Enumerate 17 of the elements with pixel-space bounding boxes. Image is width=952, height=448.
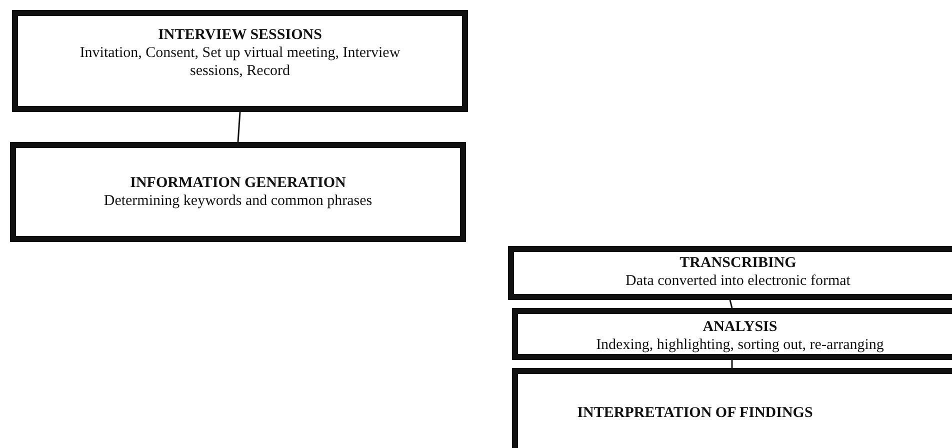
step-description: Indexing, highlighting, sorting out, re-arranging	[595, 336, 885, 354]
connector-line	[729, 300, 733, 308]
process-box	[10, 142, 466, 242]
step-description: Determining keywords and common phrases	[102, 192, 374, 210]
process-box	[508, 246, 952, 300]
step-title: INFORMATION GENERATION	[129, 174, 347, 192]
step-description: Data converted into electronic format	[624, 272, 852, 290]
step-description: Invitation, Consent, Set up virtual meeting, Interview sessions, Record	[78, 44, 402, 80]
step-title: INTERPRETATION OF FINDINGS	[576, 404, 814, 422]
step-title: TRANSCRIBING	[678, 254, 798, 272]
step-title: INTERVIEW SESSIONS	[157, 26, 323, 44]
connector-line	[237, 112, 241, 142]
process-box	[12, 10, 468, 112]
process-box	[512, 308, 952, 360]
connector-line	[731, 360, 733, 368]
process-box	[512, 368, 952, 448]
step-title: ANALYSIS	[702, 318, 778, 336]
